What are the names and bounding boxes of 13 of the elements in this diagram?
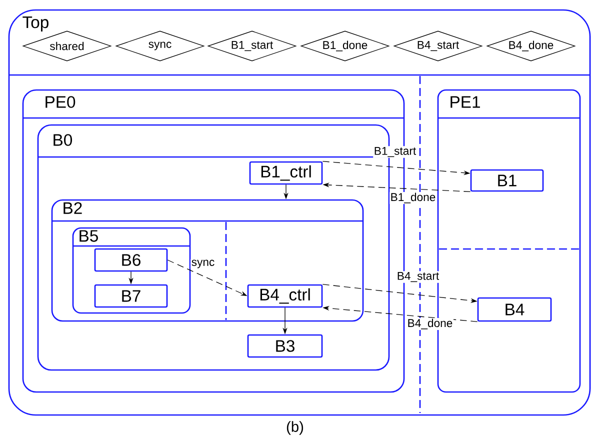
state-box: B1_ctrl bbox=[249, 161, 323, 185]
edge-label: B4_start bbox=[398, 272, 440, 282]
state-box: B4_ctrl bbox=[247, 284, 323, 308]
edge-label: B1_start bbox=[374, 146, 416, 158]
state-box: B1 bbox=[470, 169, 544, 192]
edge-label: B1_done bbox=[391, 192, 436, 204]
caption: (b) bbox=[286, 421, 304, 435]
edge-label: sync bbox=[192, 260, 214, 268]
edge-label: B4_done bbox=[408, 318, 452, 330]
state-box: B3 bbox=[247, 334, 323, 358]
state-box: B7 bbox=[94, 284, 168, 308]
state-box: B4 bbox=[477, 297, 552, 322]
state-box: B6 bbox=[94, 248, 168, 272]
